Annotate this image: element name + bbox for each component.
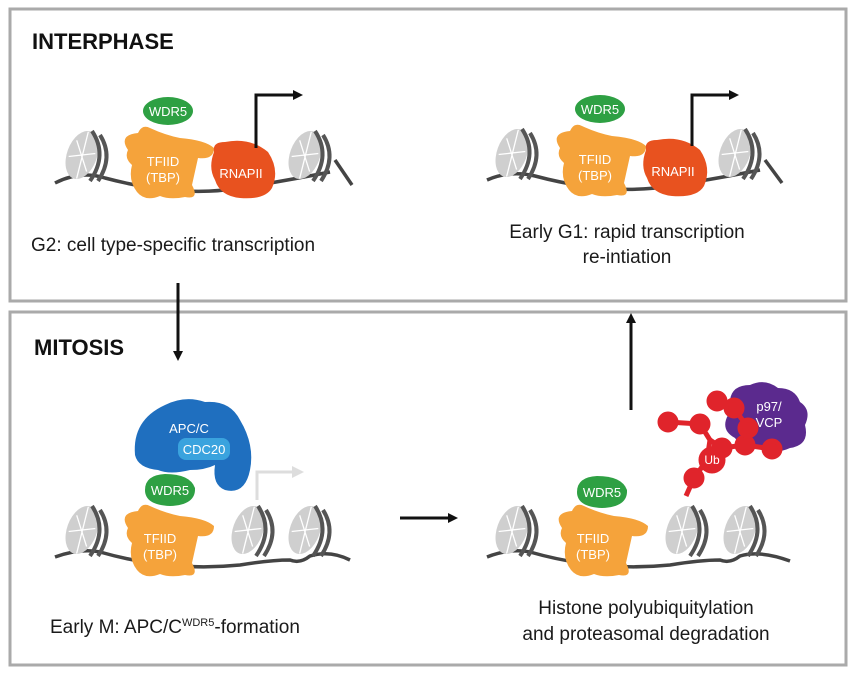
interphase-g2-complex: WDR5 TFIID (TBP) RNAPII [54,90,354,199]
nucleosome-icon [280,499,332,561]
interphase-title: INTERPHASE [32,29,174,54]
wdr5-shape [575,95,625,123]
interphase-panel [8,7,848,303]
wdr5-label: WDR5 [583,485,621,500]
nucleosome-icon [487,122,539,184]
wdr5-label: WDR5 [149,104,187,119]
tbp-label: (TBP) [578,168,612,183]
transcription-start-arrow [690,90,739,146]
nucleosome-icon [657,499,709,561]
g2-caption: G2: cell type-specific transcription [31,235,315,256]
tfiid-label: TFIID [147,154,180,169]
tfiid-shape [124,504,214,577]
tbp-label: (TBP) [143,547,177,562]
vcp-label: VCP [756,415,783,430]
tfiid-label: TFIID [144,531,177,546]
tfiid-label: TFIID [577,531,610,546]
tfiid-shape [124,126,214,199]
mitosis-title: MITOSIS [34,335,124,360]
wdr5-label: WDR5 [581,102,619,117]
polyubiquitin-chain [657,390,783,498]
degradation-complex: WDR5 TFIID (TBP) Ub p97/ VCP [486,382,808,577]
early-m-complex: APC/C CDC20 WDR5 TFIID (TBP) [54,399,351,577]
wdr5-label: WDR5 [151,483,189,498]
p97-label: p97/ [756,399,782,414]
mitosis-panel [8,310,848,667]
wdr5-shape [143,97,193,125]
interphase-g1-complex: WDR5 TFIID (TBP) RNAPII [486,90,784,197]
rnapii-label: RNAPII [651,164,694,179]
apcc-label: APC/C [169,421,209,436]
wdr5-shape [577,476,628,508]
gray-transcription-arrow [255,466,304,500]
g1-caption-line2: re-intiation [583,247,672,268]
degradation-caption-line1: Histone polyubiquitylation [538,598,753,619]
wdr5-shape [145,474,196,506]
ub-label: Ub [704,453,720,467]
transcription-start-arrow [254,90,303,148]
tbp-label: (TBP) [146,170,180,185]
cdc20-label: CDC20 [183,442,226,457]
nucleosome-icon [223,499,275,561]
tbp-label: (TBP) [576,547,610,562]
g1-caption-line1: Early G1: rapid transcription [509,222,745,243]
degradation-caption-line2: and proteasomal degradation [522,624,769,645]
tfiid-label: TFIID [579,152,612,167]
rnapii-label: RNAPII [219,166,262,181]
tfiid-shape [556,124,646,197]
early-m-caption: Early M: APC/CWDR5-formation [50,617,300,638]
nucleosome-icon [710,122,762,184]
rnapii-shape [643,138,708,197]
nucleosome-icon [280,124,332,186]
tfiid-shape [558,504,648,577]
nucleosome-icon [57,499,109,561]
rnapii-shape [211,140,276,199]
nucleosome-icon [715,499,767,561]
cdc20-shape [178,438,230,460]
nucleosome-icon [487,499,539,561]
dna-strand [486,549,791,569]
nucleosome-icon [57,124,109,186]
